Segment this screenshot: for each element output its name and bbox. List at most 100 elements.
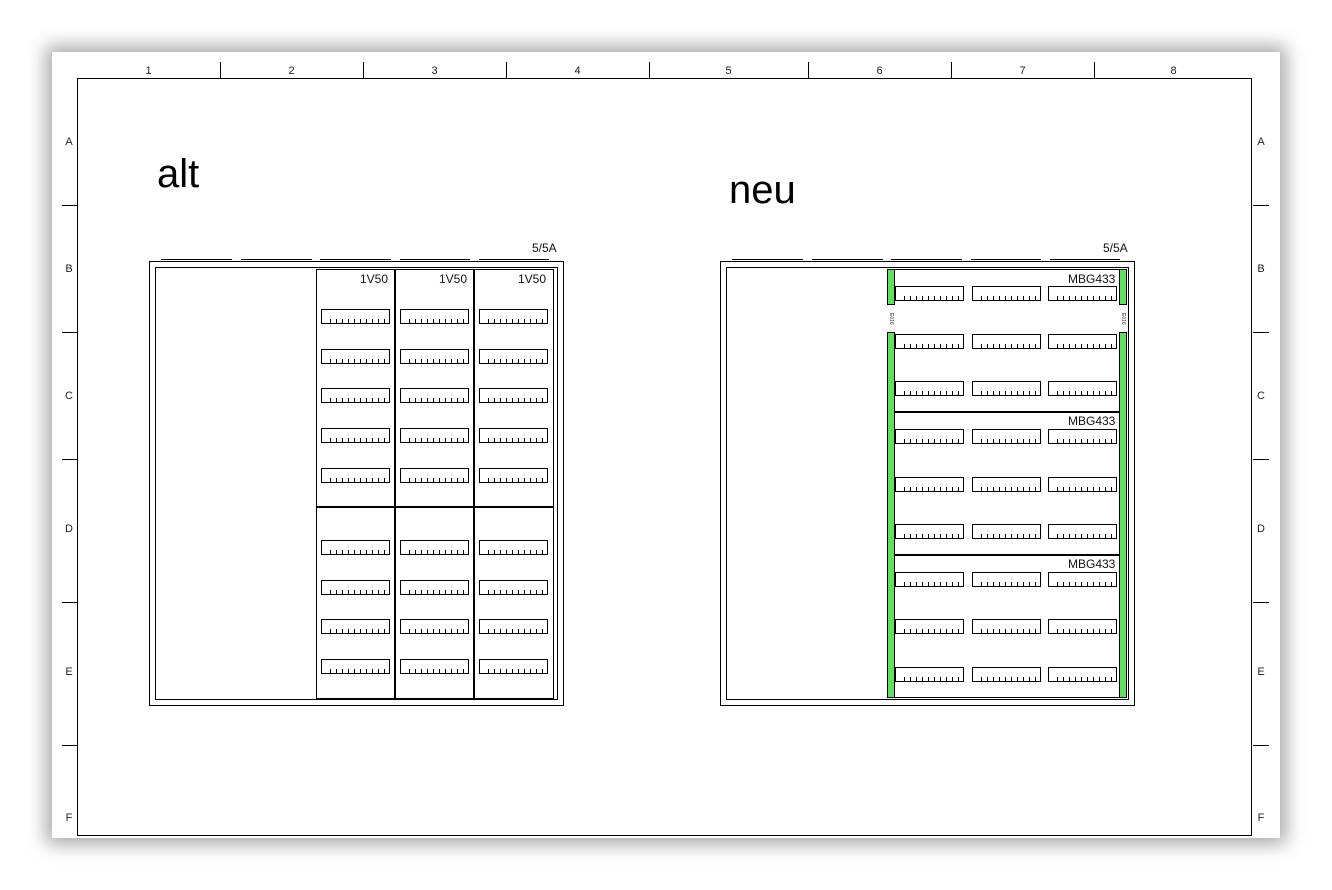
din-rail bbox=[479, 580, 548, 595]
din-rail bbox=[972, 334, 1041, 349]
din-rail bbox=[1048, 619, 1117, 634]
module-label: MBG433 bbox=[1068, 557, 1116, 571]
module-divider bbox=[895, 411, 1119, 413]
field-label: 1V50 bbox=[439, 272, 468, 286]
column-label: 4 bbox=[574, 65, 581, 77]
column-label: 3 bbox=[431, 65, 438, 77]
row-tick-left bbox=[62, 745, 77, 746]
din-rail bbox=[1048, 381, 1117, 396]
drawing-border bbox=[77, 78, 1252, 836]
top-cover-bar bbox=[400, 259, 470, 260]
row-tick-right bbox=[1253, 745, 1269, 746]
top-cover-bar bbox=[241, 259, 312, 260]
din-rail bbox=[1048, 572, 1117, 587]
din-rail bbox=[321, 659, 390, 674]
row-label-left: B bbox=[65, 263, 73, 275]
cabinet-inner bbox=[155, 267, 558, 700]
row-label-left: E bbox=[65, 666, 73, 678]
top-cover-bar bbox=[812, 259, 883, 260]
field-frame bbox=[395, 269, 475, 699]
row-label-right: F bbox=[1257, 812, 1265, 824]
module-label: MBG433 bbox=[1068, 414, 1116, 428]
din-rail bbox=[479, 659, 548, 674]
rating-label: 5/5A bbox=[1103, 241, 1128, 255]
din-rail bbox=[972, 477, 1041, 492]
drawing-sheet bbox=[52, 52, 1280, 838]
din-rail bbox=[400, 428, 469, 443]
strip-label: E016 bbox=[1119, 305, 1127, 332]
din-rail bbox=[972, 572, 1041, 587]
column-tick bbox=[220, 62, 221, 78]
top-cover-bar bbox=[971, 259, 1041, 260]
din-rail bbox=[321, 388, 390, 403]
column-separator bbox=[473, 269, 475, 699]
top-cover-bar bbox=[320, 259, 391, 260]
din-rail bbox=[400, 659, 469, 674]
din-rail bbox=[895, 619, 964, 634]
din-rail bbox=[479, 309, 548, 324]
field-divider bbox=[316, 506, 554, 508]
din-rail bbox=[1048, 477, 1117, 492]
din-rail bbox=[972, 286, 1041, 301]
din-rail bbox=[895, 572, 964, 587]
din-rail bbox=[972, 524, 1041, 539]
top-cover-bar bbox=[161, 259, 232, 260]
column-label: 5 bbox=[725, 65, 732, 77]
column-tick bbox=[649, 62, 650, 78]
top-cover-bar bbox=[479, 259, 549, 260]
row-tick-left bbox=[62, 602, 77, 603]
din-rail bbox=[321, 619, 390, 634]
strip-label: E016 bbox=[887, 305, 895, 332]
panel-title-alt: alt bbox=[157, 152, 200, 196]
din-rail bbox=[321, 349, 390, 364]
module-divider bbox=[895, 554, 1119, 556]
row-label-right: B bbox=[1257, 263, 1265, 275]
din-rail bbox=[321, 540, 390, 555]
row-tick-left bbox=[62, 332, 77, 333]
row-tick-left bbox=[62, 205, 77, 206]
din-rail bbox=[321, 309, 390, 324]
din-rail bbox=[400, 349, 469, 364]
top-cover-bar bbox=[891, 259, 962, 260]
field-frame bbox=[474, 269, 554, 699]
column-tick bbox=[363, 62, 364, 78]
row-label-left: D bbox=[65, 523, 73, 535]
row-label-left: A bbox=[65, 136, 73, 148]
din-rail bbox=[972, 667, 1041, 682]
row-label-right: E bbox=[1257, 666, 1265, 678]
rating-label: 5/5A bbox=[532, 241, 557, 255]
din-rail bbox=[479, 468, 548, 483]
din-rail bbox=[1048, 667, 1117, 682]
green-strip-lower bbox=[1119, 332, 1127, 698]
column-tick bbox=[506, 62, 507, 78]
din-rail bbox=[895, 286, 964, 301]
din-rail bbox=[895, 477, 964, 492]
din-rail bbox=[479, 619, 548, 634]
top-cover-bar bbox=[1050, 259, 1120, 260]
column-tick bbox=[808, 62, 809, 78]
row-label-right: D bbox=[1257, 523, 1265, 535]
din-rail bbox=[895, 334, 964, 349]
din-rail bbox=[1048, 334, 1117, 349]
din-rail bbox=[972, 429, 1041, 444]
panel-title-neu: neu bbox=[729, 168, 796, 212]
din-rail bbox=[400, 388, 469, 403]
green-strip-upper bbox=[887, 269, 895, 305]
din-rail bbox=[400, 540, 469, 555]
row-label-right: A bbox=[1257, 136, 1265, 148]
cabinet-outer bbox=[149, 261, 564, 706]
din-rail bbox=[479, 540, 548, 555]
din-rail bbox=[1048, 524, 1117, 539]
row-tick-right bbox=[1253, 602, 1269, 603]
din-rail bbox=[321, 468, 390, 483]
cabinet-inner bbox=[726, 267, 1129, 700]
din-rail bbox=[895, 381, 964, 396]
din-rail bbox=[479, 428, 548, 443]
din-rail bbox=[400, 619, 469, 634]
field-label: 1V50 bbox=[360, 272, 389, 286]
column-label: 7 bbox=[1019, 65, 1026, 77]
din-rail bbox=[479, 349, 548, 364]
column-tick bbox=[1094, 62, 1095, 78]
din-rail bbox=[321, 428, 390, 443]
row-label-left: F bbox=[65, 812, 73, 824]
